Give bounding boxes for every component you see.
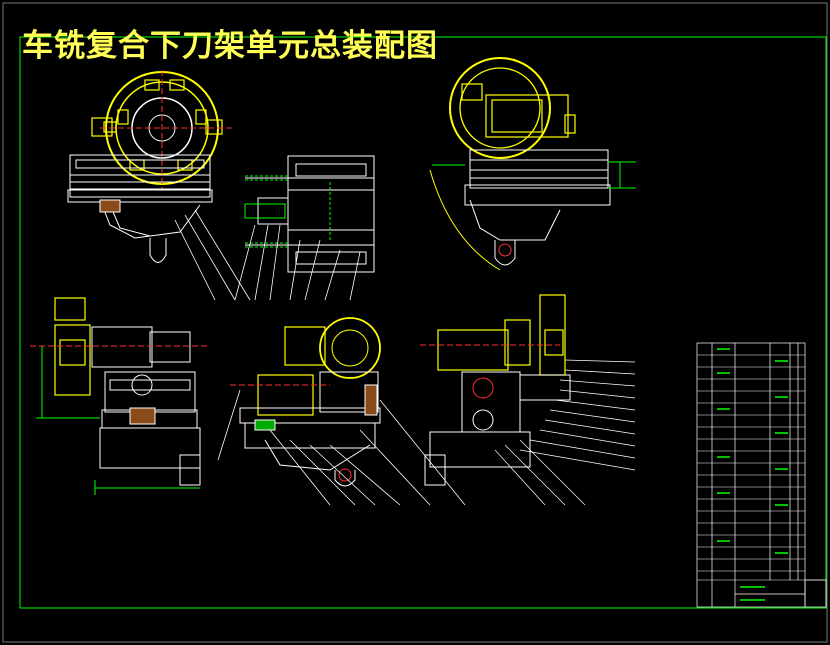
drawing-border	[19, 36, 827, 609]
parts-list-table	[696, 342, 827, 608]
view-top-left	[67, 70, 251, 301]
drawing-title: 车铣复合下刀架单元总装配图	[22, 28, 438, 64]
view-bottom-right	[420, 294, 636, 506]
view-top-right	[429, 57, 636, 271]
view-bottom-middle	[230, 317, 466, 506]
view-top-middle	[234, 155, 375, 301]
view-bottom-left	[30, 297, 241, 495]
